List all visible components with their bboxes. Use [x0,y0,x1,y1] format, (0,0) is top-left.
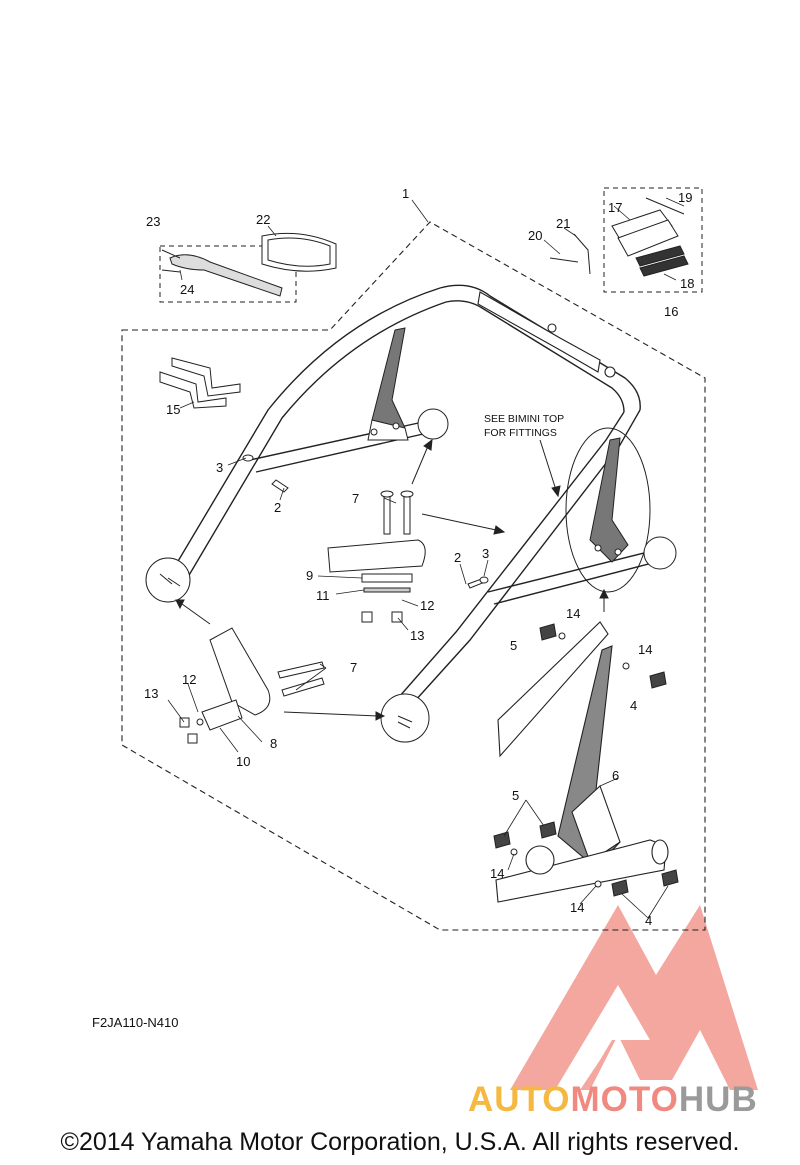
right-fin-bracket [589,437,629,563]
callout-16: 16 [664,304,678,319]
magnifier-circles [145,408,677,743]
lower-clamp-assembly [179,627,325,744]
watermark-text: AUTOMOTOHUB [468,1080,758,1120]
center-clamp-assembly [327,490,426,623]
callout-12: 12 [182,672,196,687]
callout-20: 20 [528,228,542,243]
part-code: F2JA110-N410 [92,1015,179,1030]
assembly-boundary [121,221,706,931]
bimini-note-line1: SEE BIMINI TOP [484,413,564,425]
watermark-hub: HUB [678,1080,758,1119]
callout-5: 5 [512,788,519,803]
callout-19: 19 [678,190,692,205]
leader-lines [167,197,685,919]
callout-12: 12 [420,598,434,613]
callout-14: 14 [566,606,580,621]
callout-3: 3 [482,546,489,561]
left-fin-bracket [367,327,409,441]
callout-4: 4 [645,913,652,928]
watermark-logo-icon [510,905,758,1090]
callout-10: 10 [236,754,250,769]
callout-14: 14 [490,866,504,881]
callout-4: 4 [630,698,637,713]
copyright-notice: ©2014 Yamaha Motor Corporation, U.S.A. A… [60,1128,740,1156]
mirror-subassembly-box [159,245,297,303]
callout-23: 23 [146,214,160,229]
watermark-auto: AUTO [468,1080,571,1119]
mirror-parts [161,232,337,297]
knob-set [493,623,679,897]
bolt-set-left [242,454,489,589]
callout-2: 2 [454,550,461,565]
callout-22: 22 [256,212,270,227]
top-rail-bracket [477,291,616,378]
callout-18: 18 [680,276,694,291]
callout-14: 14 [570,900,584,915]
callout-9: 9 [306,568,313,583]
fin-bracket-6 [495,621,669,903]
callout-14: 14 [638,642,652,657]
callout-5: 5 [510,638,517,653]
bracket-15 [159,357,241,409]
callout-7: 7 [352,491,359,506]
callout-7: 7 [350,660,357,675]
callout-15: 15 [166,402,180,417]
callout-1: 1 [402,186,409,201]
callout-11: 11 [316,588,330,603]
bimini-note-line2: FOR FITTINGS [484,427,557,439]
callout-21: 21 [556,216,570,231]
callout-3: 3 [216,460,223,475]
clip-subassembly-box [603,187,703,293]
callout-13: 13 [410,628,424,643]
callout-2: 2 [274,500,281,515]
watermark-moto: MOTO [570,1080,679,1119]
callout-17: 17 [608,200,622,215]
tube-ends [159,573,413,729]
assembly-arrows [175,438,609,721]
clip-parts [549,197,689,277]
callout-24: 24 [180,282,194,297]
callout-6: 6 [612,768,619,783]
callout-13: 13 [144,686,158,701]
callout-8: 8 [270,736,277,751]
detail-ellipse [565,427,651,593]
